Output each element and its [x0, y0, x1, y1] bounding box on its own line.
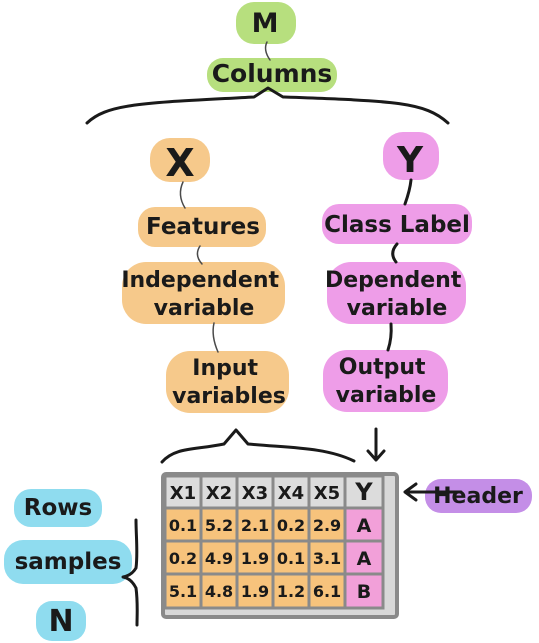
- n-label: N: [48, 604, 73, 639]
- left-connector-1: [196, 245, 203, 265]
- cell-value-y: A: [357, 548, 372, 570]
- cell-value-x: 0.2: [169, 549, 197, 568]
- columns-label: Columns: [212, 59, 333, 88]
- x-brace: [160, 428, 356, 464]
- cell-value-x: 0.2: [277, 516, 305, 535]
- y-highlight: [383, 132, 439, 180]
- cell-value-x: 3.1: [313, 549, 341, 568]
- independent-variable-label: Independent variable: [121, 268, 286, 321]
- right-connector-2: [386, 322, 393, 352]
- output-highlight: [323, 350, 448, 412]
- columns-highlight: [207, 58, 337, 92]
- rows-highlight: [14, 489, 102, 527]
- right-top-connector: [403, 178, 413, 206]
- features-label: Features: [146, 214, 260, 240]
- n-highlight: [36, 601, 86, 641]
- left-connector-2: [212, 322, 219, 353]
- input-variables-label: Input variables: [172, 356, 286, 409]
- x-highlight: [150, 138, 210, 182]
- right-connector-1: [391, 242, 399, 264]
- header-text-x3: X3: [242, 483, 268, 504]
- table-cell-x: [163, 539, 203, 576]
- table-cell-y: [343, 572, 385, 610]
- header-text-x5: X5: [314, 483, 340, 504]
- cell-value-x: 5.1: [169, 582, 197, 601]
- columns-brace: [85, 86, 450, 125]
- header-text-y: Y: [354, 478, 373, 506]
- cell-value-x: 2.9: [313, 516, 341, 535]
- class-label-label: Class Label: [324, 212, 470, 238]
- dependent-highlight: [327, 262, 466, 324]
- cell-value-x: 1.9: [241, 549, 269, 568]
- table-cell-y: [343, 539, 385, 576]
- rows-label: Rows: [24, 495, 92, 521]
- table-cell-x: [271, 572, 311, 610]
- features-highlight: [138, 207, 266, 247]
- cell-value-x: 6.1: [313, 582, 341, 601]
- samples-highlight: [4, 540, 132, 584]
- header-cell-x5: [307, 474, 347, 510]
- header-highlight: [425, 479, 532, 513]
- cell-value-x: 1.9: [241, 582, 269, 601]
- header-arrow-icon: [403, 482, 463, 502]
- cell-value-y: A: [357, 515, 372, 537]
- header-text-x4: X4: [278, 483, 304, 504]
- independent-highlight: [122, 262, 285, 324]
- cell-value-y: B: [357, 581, 371, 603]
- m-connector: [264, 41, 271, 61]
- output-variable-label: Output variable: [336, 355, 437, 408]
- m-highlight: [236, 2, 296, 44]
- input-highlight: [166, 351, 289, 413]
- header-cell-y: [343, 474, 385, 510]
- cell-value-x: 4.8: [205, 582, 233, 601]
- class-label-highlight: [322, 204, 472, 244]
- x-label: X: [165, 141, 194, 185]
- header-label: Header: [433, 484, 523, 509]
- left-top-connector: [179, 181, 186, 209]
- cell-value-x: 4.9: [205, 549, 233, 568]
- cell-value-x: 2.1: [241, 516, 269, 535]
- cell-value-x: 0.1: [277, 549, 305, 568]
- y-arrow-icon: [366, 427, 386, 462]
- cell-value-x: 5.2: [205, 516, 233, 535]
- header-text-x1: X1: [170, 483, 196, 504]
- dependent-variable-label: Dependent variable: [325, 268, 469, 321]
- y-label: Y: [396, 140, 424, 181]
- cell-value-x: 1.2: [277, 582, 305, 601]
- header-cell-x3: [235, 474, 275, 510]
- header-text-x2: X2: [206, 483, 232, 504]
- samples-label: samples: [15, 549, 122, 575]
- cell-value-x: 0.1: [169, 516, 197, 535]
- rows-brace: [121, 518, 139, 627]
- m-label: M: [252, 8, 279, 39]
